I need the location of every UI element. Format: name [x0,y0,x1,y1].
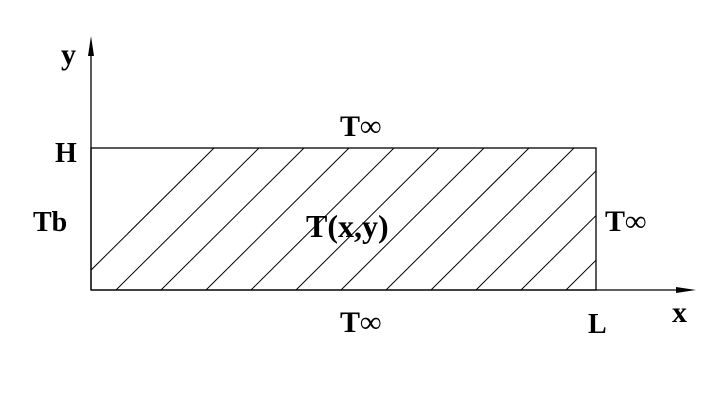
x-axis-label: x [672,296,687,329]
bottom-boundary-temperature: T∞ [340,306,381,339]
hatch-line [205,148,350,290]
height-label: H [55,138,77,169]
hatch-line [295,148,440,290]
right-boundary-temperature: T∞ [605,205,646,238]
y-axis-arrowhead [88,36,94,56]
hatch-line [91,148,215,271]
hatch-line [565,259,596,290]
hatch-line [160,148,305,290]
hatch-line [250,148,395,290]
domain-hatching [91,148,728,290]
hatch-line [656,148,728,290]
x-axis-arrowhead [676,287,696,293]
hatch-line [520,214,596,290]
hatch-line [475,170,596,290]
top-boundary-temperature: T∞ [340,110,381,143]
hatch-line [701,148,728,290]
hatch-line [340,148,485,290]
hatch-line [385,148,530,290]
length-label: L [588,309,607,340]
temperature-field-label: T(x,y) [306,208,389,244]
y-axis-label: y [61,38,76,71]
left-boundary-temperature: Tb [33,207,67,238]
hatch-line [430,148,575,290]
hatch-line [115,148,260,290]
